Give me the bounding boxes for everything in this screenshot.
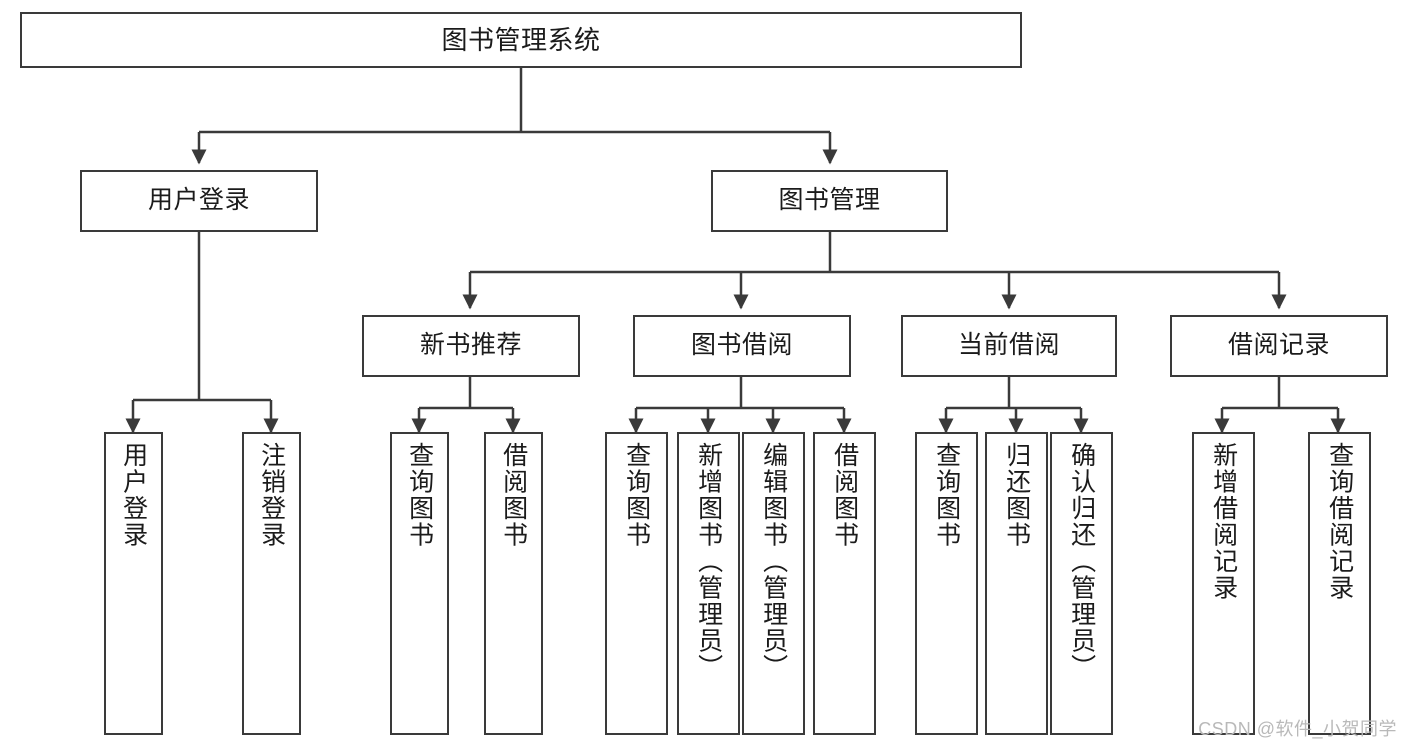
node-book-borrow[interactable]: 图书借阅	[633, 315, 851, 377]
leaf-current-borrow-confirm-return-admin[interactable]: 确认归还（管理员）	[1050, 432, 1113, 735]
node-new-book-recommend[interactable]: 新书推荐	[362, 315, 580, 377]
leaf-book-borrow-add-book-admin[interactable]: 新增图书（管理员）	[677, 432, 740, 735]
node-label: 查询借阅记录	[1325, 442, 1354, 601]
node-label: 查询图书	[932, 442, 961, 548]
node-label: 查询图书	[622, 442, 651, 548]
node-label: 确认归还（管理员）	[1067, 442, 1096, 681]
node-label: 新增图书（管理员）	[694, 442, 723, 681]
leaf-borrow-record-query[interactable]: 查询借阅记录	[1308, 432, 1371, 735]
leaf-current-borrow-query[interactable]: 查询图书	[915, 432, 978, 735]
node-user-login[interactable]: 用户登录	[80, 170, 318, 232]
node-label: 注销登录	[257, 442, 286, 548]
node-label: 新增借阅记录	[1209, 442, 1238, 601]
node-label: 图书借阅	[690, 331, 793, 360]
node-label: 查询图书	[405, 442, 434, 548]
leaf-borrow-record-add[interactable]: 新增借阅记录	[1192, 432, 1255, 735]
leaf-book-borrow-edit-book-admin[interactable]: 编辑图书（管理员）	[742, 432, 805, 735]
leaf-book-borrow-borrow-book[interactable]: 借阅图书	[813, 432, 876, 735]
node-root-book-management-system[interactable]: 图书管理系统	[20, 12, 1022, 68]
node-label: 图书管理系统	[441, 24, 601, 55]
node-label: 用户登录	[119, 442, 148, 548]
node-current-borrow[interactable]: 当前借阅	[901, 315, 1117, 377]
node-label: 借阅图书	[830, 442, 859, 548]
leaf-new-book-borrow[interactable]: 借阅图书	[484, 432, 543, 735]
node-label: 用户登录	[147, 186, 250, 215]
node-label: 归还图书	[1002, 442, 1031, 548]
node-book-management[interactable]: 图书管理	[711, 170, 948, 232]
leaf-new-book-query[interactable]: 查询图书	[390, 432, 449, 735]
leaf-user-login-logout[interactable]: 注销登录	[242, 432, 301, 735]
leaf-current-borrow-return[interactable]: 归还图书	[985, 432, 1048, 735]
leaf-book-borrow-query[interactable]: 查询图书	[605, 432, 668, 735]
node-label: 新书推荐	[419, 331, 522, 360]
watermark: CSDN @软件_小贺同学	[1198, 719, 1397, 739]
leaf-user-login-login[interactable]: 用户登录	[104, 432, 163, 735]
node-label: 当前借阅	[957, 331, 1060, 360]
node-label: 借阅记录	[1227, 331, 1330, 360]
node-borrow-record[interactable]: 借阅记录	[1170, 315, 1388, 377]
node-label: 借阅图书	[499, 442, 528, 548]
node-label: 图书管理	[778, 186, 881, 215]
node-label: 编辑图书（管理员）	[759, 442, 788, 681]
